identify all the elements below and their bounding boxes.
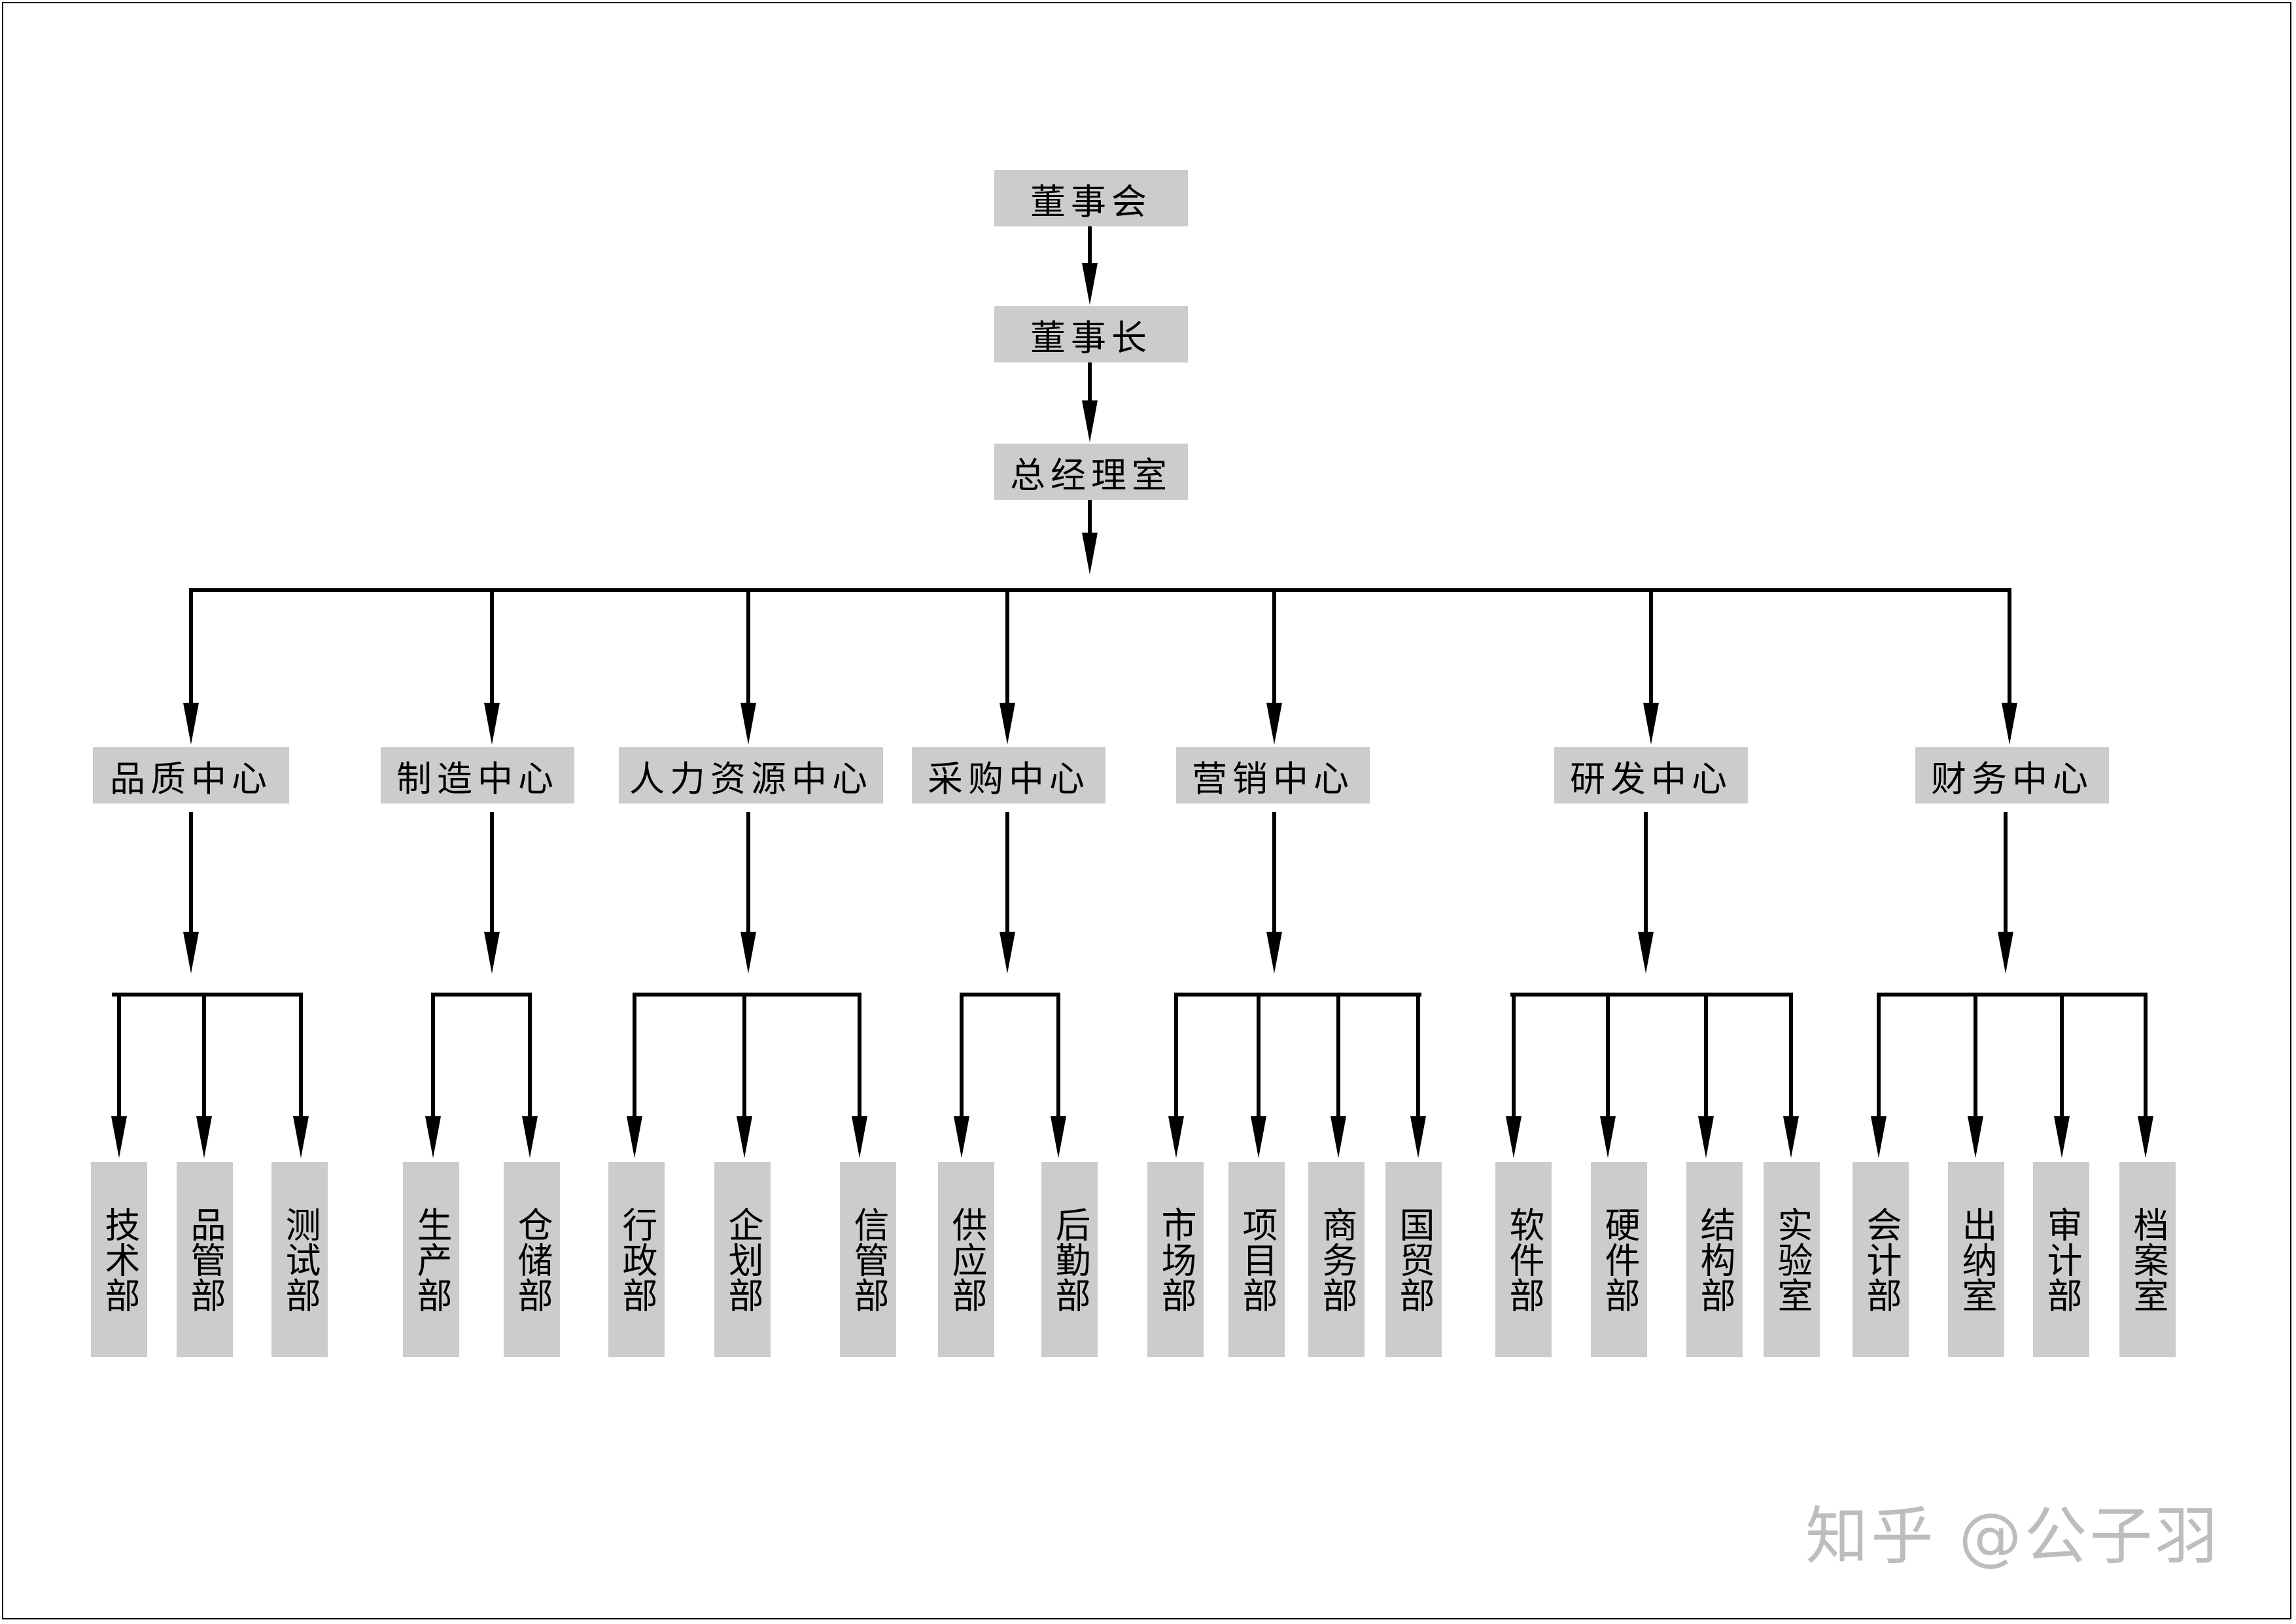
dept-box: 结构部 [1686,1162,1743,1357]
arrow-center-6-stem-head [1998,932,2013,974]
center-box-rnd: 研发中心 [1554,747,1748,803]
arrow-center-3-stem-head [1000,932,1015,974]
dept-box: 市场部 [1147,1162,1204,1357]
dept-box: 品管部 [177,1162,233,1357]
arrow-bus-to-center-6-head [2002,703,2017,745]
dept-box: 供应部 [938,1162,994,1357]
dept-box: 仓储部 [504,1162,560,1357]
dept-box: 实验室 [1764,1162,1820,1357]
arrow-center-4-dept-3-head [1410,1116,1426,1158]
arrow-board-to-chairman-head [1082,263,1098,305]
arrow-center-4-dept-0-head [1168,1116,1184,1158]
board-of-directors-box: 董事会 [994,170,1188,226]
arrow-center-5-dept-0-head [1506,1116,1522,1158]
dept-box: 项目部 [1228,1162,1285,1357]
center-box-procurement: 采购中心 [912,747,1105,803]
arrow-bus-to-center-3-head [1000,703,1015,745]
dept-box: 测试部 [271,1162,328,1357]
dept-box: 技术部 [91,1162,147,1357]
arrow-center-5-stem-head [1638,932,1654,974]
arrow-center-5-dept-3-head [1783,1116,1799,1158]
arrow-center-2-dept-1-head [737,1116,752,1158]
arrow-center-6-dept-0-head [1871,1116,1887,1158]
dept-box: 信管部 [840,1162,896,1357]
center-box-quality: 品质中心 [93,747,289,803]
dept-box: 审计部 [2033,1162,2089,1357]
center-box-marketing: 营销中心 [1176,747,1370,803]
arrow-center-3-dept-1-head [1051,1116,1066,1158]
arrow-center-0-dept-1-head [196,1116,212,1158]
center-box-manufacturing: 制造中心 [381,747,574,803]
arrow-center-0-dept-2-head [293,1116,309,1158]
dept-box: 国贸部 [1385,1162,1442,1357]
arrow-gm-to-bus-head [1082,533,1098,574]
arrow-center-4-dept-2-head [1331,1116,1346,1158]
arrow-bus-to-center-1-head [484,703,500,745]
dept-box: 档案室 [2119,1162,2176,1357]
arrow-center-1-stem-head [484,932,500,974]
arrow-center-1-dept-0-head [425,1116,441,1158]
arrow-center-3-dept-0-head [954,1116,969,1158]
arrow-bus-to-center-4-head [1266,703,1282,745]
chairman-box: 董事长 [994,306,1188,362]
dept-box: 行政部 [608,1162,665,1357]
dept-box: 会计部 [1852,1162,1909,1357]
arrow-center-6-dept-2-head [2054,1116,2070,1158]
arrow-center-6-dept-3-head [2138,1116,2153,1158]
dept-box: 软件部 [1495,1162,1552,1357]
center-box-human-resources: 人力资源中心 [619,747,883,803]
arrow-center-4-stem-head [1266,932,1282,974]
arrow-center-5-dept-1-head [1600,1116,1616,1158]
dept-box: 硬件部 [1591,1162,1647,1357]
dept-box: 商务部 [1308,1162,1365,1357]
arrow-center-2-stem-head [740,932,756,974]
arrow-bus-to-center-2-head [740,703,756,745]
arrow-center-2-dept-2-head [852,1116,867,1158]
arrow-center-5-dept-2-head [1698,1116,1714,1158]
arrow-center-2-dept-0-head [627,1116,642,1158]
arrow-bus-to-center-0-head [183,703,199,745]
dept-box: 生产部 [403,1162,459,1357]
arrow-center-0-stem-head [183,932,199,974]
arrow-chairman-to-gm-head [1082,400,1098,442]
arrow-center-6-dept-1-head [1968,1116,1983,1158]
dept-box: 企划部 [714,1162,771,1357]
arrow-center-0-dept-0-head [111,1116,127,1158]
arrow-bus-to-center-5-head [1643,703,1659,745]
general-manager-office-box: 总经理室 [994,444,1188,500]
dept-box: 出纳室 [1948,1162,2004,1357]
arrow-center-4-dept-1-head [1251,1116,1266,1158]
dept-box: 后勤部 [1041,1162,1098,1357]
watermark-text: 知乎 @公子羽 [1805,1500,2221,1573]
center-box-finance: 财务中心 [1915,747,2109,803]
arrow-center-1-dept-1-head [522,1116,538,1158]
